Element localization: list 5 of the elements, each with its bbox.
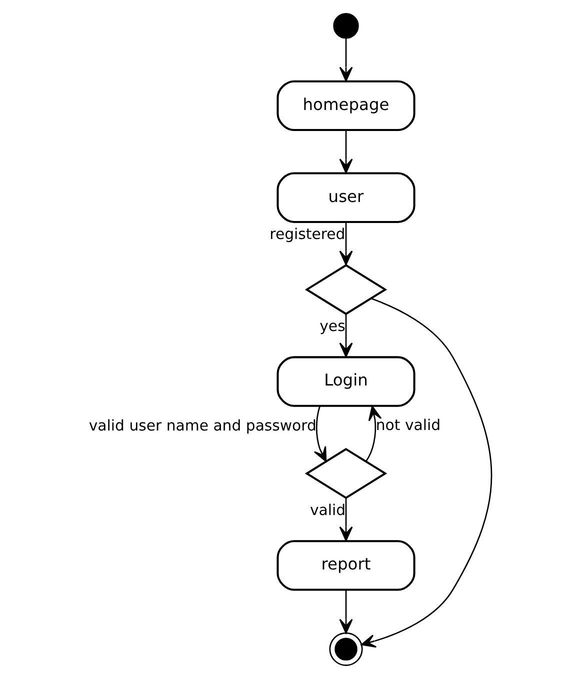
edge-label: not valid [375,416,440,434]
edge-label: valid [309,500,346,519]
edge-label: registered [269,224,345,243]
edge-label: valid user name and password [88,416,316,434]
edge-label: yes [319,316,345,335]
